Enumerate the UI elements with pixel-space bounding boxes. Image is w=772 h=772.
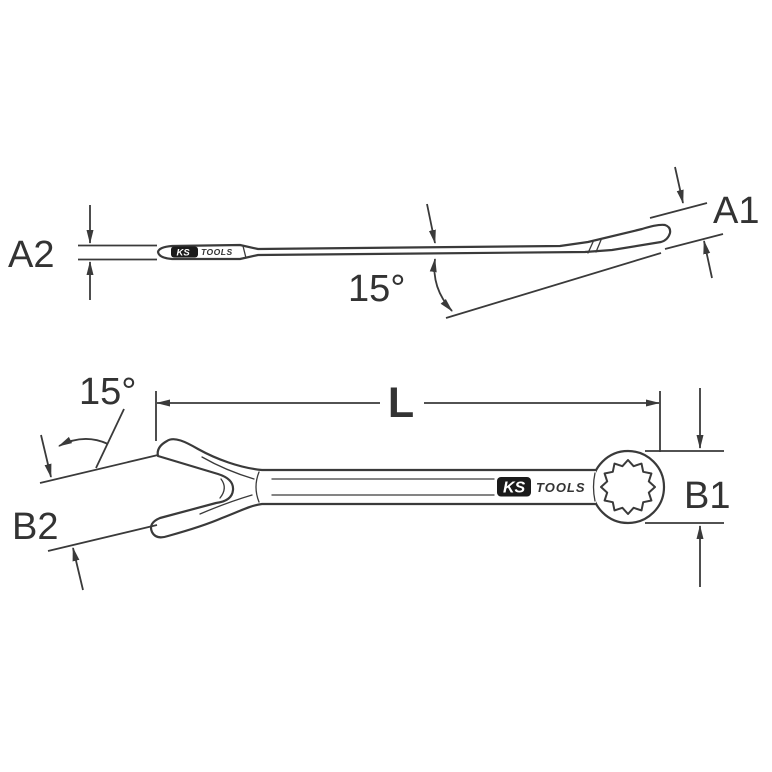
dimension-b2: B2 <box>12 434 159 591</box>
head-neck-line-1 <box>587 241 594 254</box>
wrench-side-profile <box>156 223 672 261</box>
jaw-pocket-line <box>219 478 225 499</box>
b2-arrow-bottom <box>72 547 84 591</box>
l-label: L <box>388 379 414 427</box>
ring-12-point-profile <box>600 459 656 515</box>
angle-reference-line <box>445 252 662 319</box>
angle-side-label: 15° <box>348 268 405 310</box>
angle-leader-arrow <box>426 203 436 244</box>
jaw-angle-arc <box>58 436 109 447</box>
ks-tools-logo-top: KS TOOLS <box>497 477 586 497</box>
dimension-angle-top-view: 15° <box>58 371 136 469</box>
b2-arrow-top <box>40 434 52 478</box>
brand-ks-text: KS <box>503 480 526 497</box>
ring-neck-line <box>592 472 596 502</box>
jaw-angle-reference-line <box>95 408 125 469</box>
dimension-length: L <box>155 379 661 452</box>
a1-extension-top <box>649 202 708 219</box>
brand-box <box>497 477 531 497</box>
a2-label: A2 <box>8 234 54 276</box>
wrench-side-view: KS TOOLS A2 15° A1 <box>8 166 759 319</box>
jaw-lower-bevel-line <box>199 494 253 515</box>
a1-arrow-top <box>674 166 684 204</box>
angle-arc <box>429 258 453 312</box>
dimension-angle-side: 15° <box>348 203 662 319</box>
a1-arrow-bottom <box>703 240 713 279</box>
b2-extension-bottom <box>47 524 158 552</box>
b1-label: B1 <box>684 475 730 517</box>
open-end-neck-line <box>255 471 260 503</box>
brand-tools-text: TOOLS <box>201 247 233 257</box>
angle-top-view-label: 15° <box>79 371 136 413</box>
b2-label: B2 <box>12 506 58 548</box>
jaw-upper-bevel-line <box>201 456 255 480</box>
b2-extension-top <box>39 454 159 484</box>
brand-tools-text: TOOLS <box>536 480 586 495</box>
ks-tools-logo-side: KS TOOLS <box>171 246 233 259</box>
ring-end-outline <box>590 449 666 525</box>
brand-box <box>171 246 198 258</box>
wrench-top-view: KS TOOLS L B1 B2 <box>12 371 730 591</box>
paddle-transition-line <box>242 245 247 259</box>
brand-ks-text: KS <box>177 248 191 259</box>
dimension-a2: A2 <box>8 205 157 300</box>
wrench-body-outline <box>149 438 598 539</box>
a1-label: A1 <box>713 190 759 232</box>
dimension-b1: B1 <box>645 388 730 587</box>
dimension-a1: A1 <box>649 166 759 279</box>
a1-extension-bottom <box>664 233 724 250</box>
head-neck-line-2 <box>595 239 602 253</box>
